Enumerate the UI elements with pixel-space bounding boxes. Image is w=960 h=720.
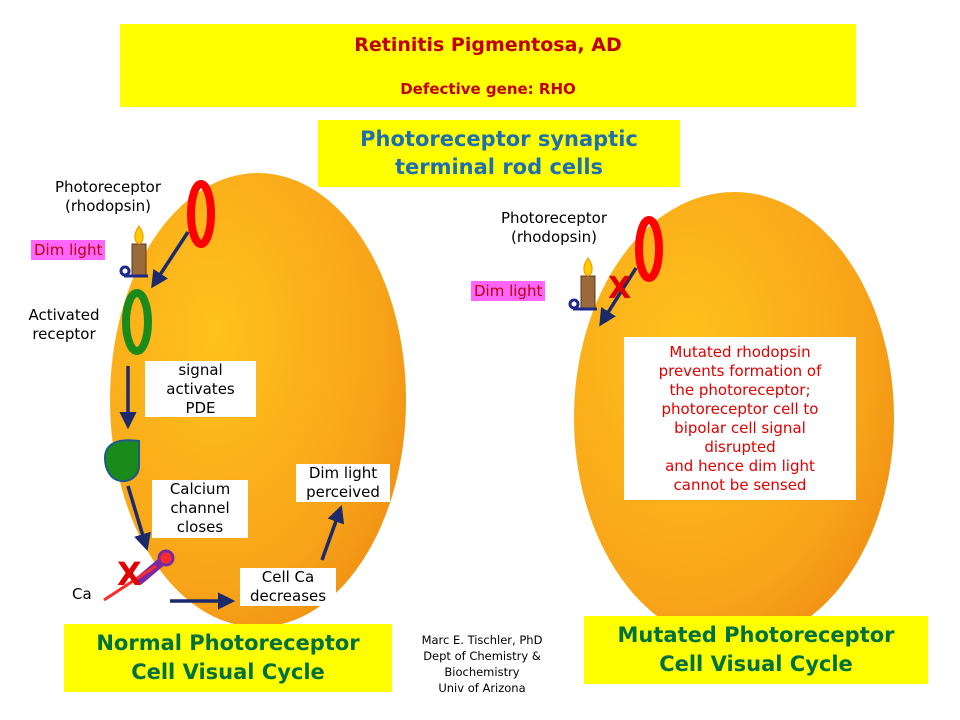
mutated-blocked-arrow [599,267,638,327]
cell-ca-note-line-1: Cell Ca [261,568,315,586]
signal-note-line-1: signal [178,361,223,379]
normal-caption-line-2: Cell Visual Cycle [131,660,325,684]
credit-line-2: Dept of Chemistry & [423,649,541,663]
mutated-note-line-5: bipolar cell signal [674,419,806,437]
normal-caption: Normal Photoreceptor Cell Visual Cycle [64,624,392,692]
normal-caption-line-1: Normal Photoreceptor [96,631,360,655]
credit: Marc E. Tischler, PhD Dept of Chemistry … [400,632,564,696]
credit-line-3: Biochemistry [444,665,520,679]
activated-receptor-icon [122,289,152,355]
cell-ca-note-line-2: decreases [249,587,327,605]
mutated-caption: Mutated Photoreceptor Cell Visual Cycle [584,616,928,684]
mutated-note-line-7: and hence dim light [665,457,815,475]
pde-icon [103,439,140,483]
perceived-note-line-1: Dim light [308,464,378,482]
title: Retinitis Pigmentosa, AD [354,34,622,56]
calcium-note-line-3: closes [176,518,224,536]
normal-photoreceptor-label: Photoreceptor (rhodopsin) [40,178,176,216]
title-banner: Retinitis Pigmentosa, AD Defective gene:… [120,24,856,107]
mutated-note-line-1: Mutated rhodopsin [669,343,811,361]
rhodopsin-icon [187,180,215,248]
arrow-rhodopsin-to-activated [151,231,190,289]
signal-note-line-3: PDE [185,399,216,417]
mutated-caption-line-1: Mutated Photoreceptor [617,623,895,647]
credit-line-1: Marc E. Tischler, PhD [421,633,543,647]
mutated-photoreceptor-label-line-2: (rhodopsin) [510,228,597,246]
mutated-note: Mutated rhodopsin prevents formation of … [624,337,856,500]
mutated-photoreceptor-label-line-1: Photoreceptor [500,209,608,227]
normal-dim-light-label: Dim light [31,240,106,260]
arrow-pde-to-channel [126,485,151,552]
mutated-note-line-4: photoreceptor cell to [661,400,819,418]
ca-label: Ca [72,585,92,603]
activated-receptor-label: Activated receptor [18,306,110,344]
candle-icon [119,225,148,278]
mutated-x-mark: X [608,271,632,306]
credit-line-4: Univ of Arizona [438,681,526,695]
subtitle: Defective gene: RHO [400,80,576,98]
mutated-photoreceptor-label: Photoreceptor (rhodopsin) [486,209,622,247]
perceived-note-line-2: perceived [306,483,380,501]
mutated-note-line-2: prevents formation of [658,362,822,380]
blocked-ca-arrow [103,564,157,602]
activated-label-line-2: receptor [32,325,96,343]
mutated-dim-light-label: Dim light [471,281,546,301]
mutated-note-line-6: disrupted [704,438,776,456]
calcium-note-line-2: channel [170,499,230,517]
perceived-note: Dim light perceived [296,464,390,502]
mutated-caption-line-2: Cell Visual Cycle [659,652,853,676]
header-line-1: Photoreceptor synaptic [360,127,638,151]
mutated-candle-icon [568,257,597,311]
signal-note-line-2: activates [166,380,235,398]
activated-label-line-1: Activated [28,306,100,324]
normal-photoreceptor-label-line-1: Photoreceptor [54,178,162,196]
section-header: Photoreceptor synaptic terminal rod cell… [318,120,680,187]
signal-note: signal activates PDE [145,361,256,417]
header-line-2: terminal rod cells [394,155,604,179]
normal-x-mark: X [117,555,142,593]
mutated-note-line-8: cannot be sensed [673,476,807,494]
mutated-note-line-3: the photoreceptor; [669,381,811,399]
calcium-note-line-1: Calcium [169,480,231,498]
arrow-cell-ca-to-perceived [320,505,345,561]
normal-photoreceptor-label-line-2: (rhodopsin) [64,197,151,215]
mutated-rhodopsin-icon [635,216,663,282]
calcium-note: Calcium channel closes [152,480,248,538]
cell-ca-note: Cell Ca decreases [240,568,336,606]
